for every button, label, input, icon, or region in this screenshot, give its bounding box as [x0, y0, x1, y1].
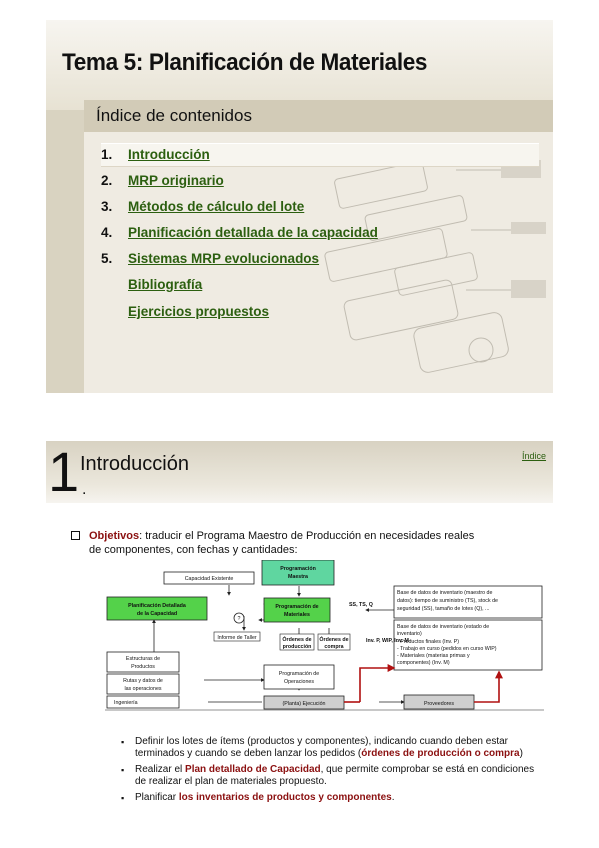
bullet-item: Definir los lotes de ítems (productos y …: [121, 736, 541, 760]
section-dot: .: [82, 481, 87, 498]
toc-link-planificacion-capacidad[interactable]: Planificación detallada de la capacidad: [128, 225, 378, 240]
slide-2-header: 1 . Introducción Índice: [46, 441, 553, 503]
svg-text:compra: compra: [324, 644, 343, 650]
svg-text:Operaciones: Operaciones: [284, 679, 314, 685]
objectives-text: : traducir el Programa Maestro de Produc…: [89, 530, 475, 556]
box-programacion-materiales: [263, 597, 331, 623]
toc-link-mrp-originario[interactable]: MRP originario: [128, 173, 224, 188]
square-bullet-icon: [71, 531, 80, 540]
box-informe-taller: [213, 631, 261, 642]
box-estructuras: [106, 651, 180, 673]
box-rutas: [106, 673, 180, 695]
svg-text:Programación de: Programación de: [275, 604, 318, 610]
label-ss-ts-q: SS, TS, Q: [349, 602, 373, 608]
svg-text:Base de datos de inventario (m: Base de datos de inventario (maestro de: [397, 590, 492, 596]
svg-text:seguridad (SS), tamaño de lote: seguridad (SS), tamaño de lotes (Q), ...: [397, 606, 489, 612]
box-planificacion-capacidad: [106, 596, 208, 621]
svg-text:datos): tiempo de suministro (: datos): tiempo de suministro (TS), stock…: [397, 598, 498, 604]
toc-item-7[interactable]: Ejercicios propuestos: [101, 301, 501, 323]
svg-text:Base de datos de inventario (e: Base de datos de inventario (estado de: [397, 624, 489, 630]
toc-item-2[interactable]: 2. MRP originario: [101, 173, 224, 188]
box-ingenieria: [106, 695, 180, 709]
toc-link-introduccion[interactable]: Introducción: [128, 147, 210, 162]
box-ordenes-produccion: [279, 633, 315, 651]
svg-text:Materiales: Materiales: [284, 612, 310, 618]
toc-link-metodos-lote[interactable]: Métodos de cálculo del lote: [128, 199, 305, 214]
index-link[interactable]: Índice: [522, 451, 547, 461]
box-programacion-maestra: [261, 560, 335, 586]
slide-1: Tema 5: Planificación de Materiales Índi…: [46, 20, 553, 393]
svg-text:Ingeniería: Ingeniería: [114, 700, 138, 706]
svg-text:Rutas y datos de: Rutas y datos de: [123, 678, 163, 684]
toc-link-ejercicios[interactable]: Ejercicios propuestos: [128, 304, 270, 319]
box-base-estado: [393, 619, 543, 671]
svg-text:Maestra: Maestra: [288, 574, 308, 580]
bullet-item: Planificar los inventarios de productos …: [121, 792, 541, 804]
toc-item-6[interactable]: Bibliografía: [101, 274, 501, 296]
slide-1-body: [84, 132, 553, 393]
toc-link-bibliografia[interactable]: Bibliografía: [128, 277, 203, 292]
svg-text:Órdenes de: Órdenes de: [319, 635, 348, 643]
exploded-parts-illustration: [324, 160, 546, 373]
bullet-item: Realizar el Plan detallado de Capacidad,…: [121, 764, 541, 788]
slide-1-sidebar: [46, 110, 84, 393]
box-programacion-operaciones: [263, 664, 335, 690]
toc-item-4[interactable]: 4. Planificación detallada de la capacid…: [101, 225, 378, 240]
slide-1-subtitle-bar: Índice de contenidos: [84, 100, 553, 132]
toc-item-1[interactable]: 1. Introducción: [101, 143, 539, 167]
svg-text:Productos: Productos: [131, 664, 155, 670]
slide-1-subtitle: Índice de contenidos: [96, 106, 252, 125]
svg-text:Programación: Programación: [280, 566, 316, 572]
slide-1-title: Tema 5: Planificación de Materiales: [62, 49, 428, 76]
mrp-flow-diagram: Capacidad Existente Programación Maestra…: [105, 560, 544, 711]
box-base-maestro: [393, 585, 543, 619]
toc-item-3[interactable]: 3. Métodos de cálculo del lote: [101, 199, 305, 214]
svg-text:Estructuras de: Estructuras de: [126, 656, 160, 662]
box-ordenes-compra: [317, 633, 351, 651]
svg-text:Programación de: Programación de: [279, 671, 319, 677]
objectives-label: Objetivos: [89, 530, 140, 542]
section-number: 1: [48, 441, 80, 503]
svg-text:(Planta) Ejecución: (Planta) Ejecución: [283, 701, 326, 707]
box-capacidad-existente: [163, 571, 255, 585]
svg-text:Planificación Detallada: Planificación Detallada: [128, 603, 186, 609]
svg-text:las operaciones: las operaciones: [124, 686, 161, 692]
svg-text:- Trabajo en curso (pedidos e: - Trabajo en curso (pedidos en curso WIP…: [397, 646, 497, 652]
label-capacidad-existente: Capacidad Existente: [185, 576, 234, 582]
svg-text:- Materiales (materias primas: - Materiales (materias primas y: [397, 653, 470, 659]
bullet-list: Definir los lotes de ítems (productos y …: [121, 736, 541, 808]
svg-text:?: ?: [238, 616, 241, 622]
svg-text:de la Capacidad: de la Capacidad: [137, 611, 177, 617]
toc-link-sistemas-mrp[interactable]: Sistemas MRP evolucionados: [128, 251, 320, 266]
slide-1-title-bar: Tema 5: Planificación de Materiales: [46, 20, 553, 110]
svg-text:- Productos finales (Inv. P): - Productos finales (Inv. P): [397, 639, 459, 645]
toc-item-5[interactable]: 5. Sistemas MRP evolucionados: [101, 251, 320, 266]
question-node: [233, 612, 245, 624]
label-inventarios: Inv. P, WIP, Inv. M: [366, 638, 409, 644]
slide-2-title: Introducción: [80, 453, 189, 475]
svg-text:Informe de Taller: Informe de Taller: [217, 635, 257, 641]
svg-text:producción: producción: [283, 644, 312, 650]
svg-text:Proveedores: Proveedores: [424, 701, 454, 707]
slide-2: 1 . Introducción Índice Objetivos: tradu…: [46, 441, 553, 814]
svg-text:Órdenes de: Órdenes de: [282, 635, 311, 643]
svg-text:inventario): inventario): [397, 631, 422, 637]
svg-text:componentes) (Inv. M): componentes) (Inv. M): [397, 660, 450, 666]
